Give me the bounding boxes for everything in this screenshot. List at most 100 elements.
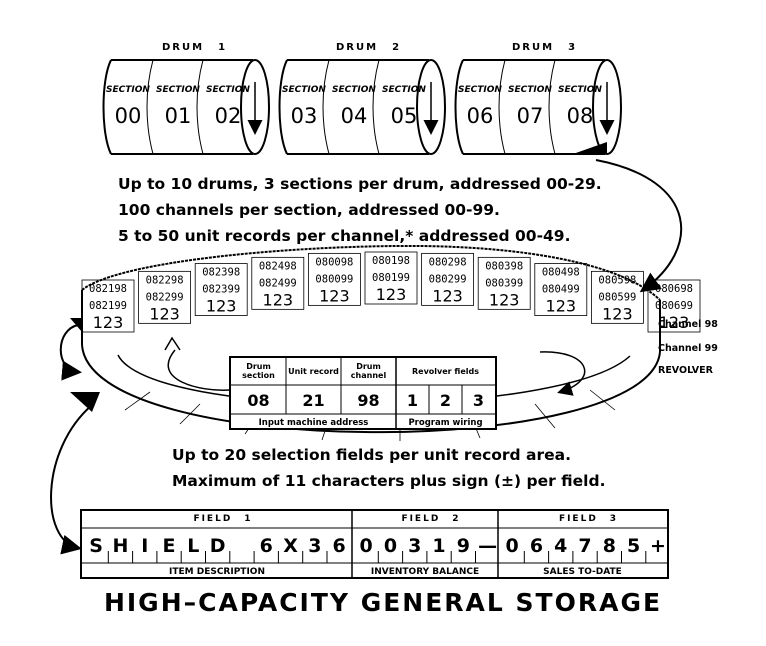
addr-value-channel: 98 (357, 391, 380, 410)
info-line-1: Up to 10 drums, 3 sections per drum, add… (118, 175, 602, 193)
field-char: I (141, 535, 149, 557)
addr-footer-input: Input machine address (258, 418, 369, 428)
revolver-fields: 123 (659, 313, 690, 332)
info-line-3: 5 to 50 unit records per channel,* addre… (118, 227, 571, 245)
field-char: 0 (359, 535, 373, 557)
section-number: 00 (115, 104, 142, 128)
drums-group: SECTION00SECTION01SECTION02SECTION03SECT… (102, 59, 622, 155)
channel-99-record: 080599 (598, 291, 636, 303)
channel-99-record: 082399 (202, 284, 240, 296)
address-table: Drum section Unit record Drum channel Re… (229, 356, 497, 430)
channel-98-record: 080598 (598, 274, 636, 286)
field-char: + (649, 535, 666, 557)
section-number: 04 (341, 104, 368, 128)
channel-98-record: 082398 (202, 267, 240, 279)
field-char: 3 (308, 535, 322, 557)
channel-98-record: 082498 (259, 260, 297, 272)
addr-value-rev-1: 1 (406, 391, 419, 410)
field-2-caption: INVENTORY BALANCE (370, 567, 480, 577)
channel-98-record: 080198 (372, 255, 410, 267)
channel-99-record: 082299 (146, 291, 184, 303)
field-char: 6 (529, 535, 544, 557)
info-line-2: 100 channels per section, addressed 00-9… (118, 201, 500, 219)
field-1-caption: ITEM DESCRIPTION (169, 567, 265, 577)
section-label: SECTION (382, 85, 426, 95)
addr-footer-program: Program wiring (408, 418, 483, 428)
field-char: 6 (332, 535, 346, 557)
field-char: D (209, 535, 226, 557)
channel-99-record: 082199 (89, 300, 127, 312)
section-number: 07 (517, 104, 544, 128)
channel-98-record: 082298 (146, 274, 184, 286)
channel-99-record: 080299 (429, 273, 467, 285)
channel-98-label: Channel 98 (658, 319, 718, 330)
channel-98-record: 080298 (429, 256, 467, 268)
addr-header-revolver-fields: Revolver fields (412, 366, 479, 376)
addr-header-unit-record: Unit record (288, 366, 339, 376)
channel-98-record: 080498 (542, 267, 580, 279)
field-char: 3 (408, 535, 422, 557)
field-char: X (283, 535, 298, 557)
addr-value-rev-3: 3 (472, 391, 485, 410)
field-char: 0 (505, 535, 519, 557)
section-label: SECTION (332, 85, 376, 95)
revolver-fields: 123 (263, 290, 294, 309)
selection-line-2: Maximum of 11 characters plus sign (±) p… (172, 472, 606, 490)
section-number: 05 (391, 104, 418, 128)
section-number: 08 (567, 104, 594, 128)
selection-line-1: Up to 20 selection fields per unit recor… (172, 446, 572, 464)
field-char: S (89, 535, 103, 557)
section-number: 02 (215, 104, 242, 128)
section-label: SECTION (106, 85, 150, 95)
revolver-cells: 0821980821991230822980822991230823980823… (81, 251, 701, 333)
channel-99-record: 082499 (259, 277, 297, 289)
section-number: 01 (165, 104, 192, 128)
revolver-label: REVOLVER (658, 365, 713, 376)
field-char: L (187, 535, 200, 557)
channel-98-record: 080398 (485, 260, 523, 272)
channel-99-record: 080499 (542, 284, 580, 296)
revolver-fields: 123 (93, 313, 124, 332)
revolver-to-fields-arrow (50, 404, 93, 555)
section-number: 06 (467, 104, 494, 128)
field-3-caption: SALES TO-DATE (543, 567, 622, 577)
field-char: 7 (578, 535, 592, 557)
section-label: SECTION (558, 85, 602, 95)
field-char: 5 (627, 535, 641, 557)
field-char: 0 (383, 535, 398, 557)
revolver-fields: 123 (432, 286, 463, 305)
addr-value-rev-2: 2 (439, 391, 452, 410)
channel-99-record: 080099 (315, 273, 353, 285)
section-label: SECTION (282, 85, 326, 95)
channel-99-record: 080699 (655, 300, 693, 312)
field-char (230, 529, 254, 563)
section-label: SECTION (508, 85, 552, 95)
revolver-fields: 123 (602, 304, 633, 323)
channel-99-label: Channel 99 (658, 343, 718, 354)
revolver-fields: 123 (149, 304, 180, 323)
revolver-fields: 123 (546, 297, 577, 316)
addr-header-drum-section: Drum section (242, 362, 275, 380)
revolver-fields: 123 (489, 290, 520, 309)
